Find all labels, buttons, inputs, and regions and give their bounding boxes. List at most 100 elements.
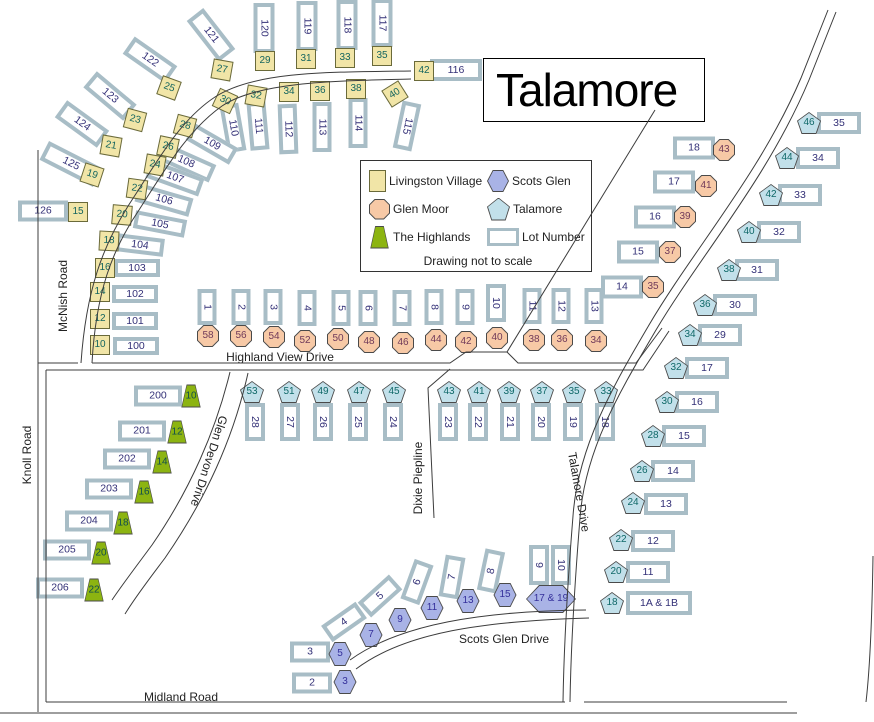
marker-tal-39: 39 [497, 381, 521, 403]
map-title-box: Talamore [483, 58, 705, 122]
marker-tal-26: 26 [630, 460, 654, 482]
legend-label: Livingston Village [389, 174, 483, 188]
road-label-talamore-drive: Talamore Drive [565, 451, 593, 533]
lot-number-text: 13 [588, 300, 601, 312]
marker-number-text: 12 [171, 426, 183, 437]
lot-number-text: 12 [647, 534, 659, 547]
marker-number-text: 44 [430, 334, 442, 345]
lot-number-text: 112 [281, 120, 295, 138]
marker-lv-24: 24 [143, 153, 167, 177]
marker-number-text: 41 [700, 180, 712, 191]
lot-number-text: 26 [317, 416, 330, 428]
lot-number-text: 201 [133, 424, 151, 437]
marker-tal-49: 49 [311, 381, 335, 403]
marker-tal-33: 33 [594, 381, 618, 403]
lot-9: 9 [529, 545, 549, 585]
lot-11: 11 [522, 288, 542, 324]
lot-104: 104 [115, 233, 165, 257]
lot-202: 202 [103, 448, 151, 470]
marker-lv-35: 35 [372, 46, 392, 66]
lot-14: 14 [651, 460, 695, 482]
marker-hl-16: 16 [133, 480, 155, 504]
marker-number-text: 56 [235, 330, 247, 341]
lot-number-text: 204 [80, 514, 98, 527]
lot-number-text: 25 [352, 416, 365, 428]
lot-number-text: 16 [691, 395, 703, 408]
marker-number-text: 32 [670, 362, 682, 373]
road-label-mcnish-road: McNish Road [56, 259, 70, 333]
lot-number-text: 33 [794, 188, 806, 201]
marker-lv-42: 42 [414, 61, 434, 81]
lot-number-text: 4 [338, 615, 350, 629]
marker-number-text: 41 [473, 386, 485, 397]
lot-33: 33 [778, 184, 822, 206]
lot-35: 35 [817, 112, 861, 134]
lot-10: 10 [486, 284, 506, 322]
marker-gm-50: 50 [327, 328, 349, 350]
lot-12: 12 [631, 530, 675, 552]
marker-number-text: 24 [148, 158, 162, 171]
lot-14: 14 [601, 275, 643, 299]
marker-number-text: 14 [94, 286, 106, 297]
lot-number-text: 11 [642, 565, 654, 578]
marker-number-text: 35 [568, 386, 580, 397]
marker-number-text: 29 [259, 55, 271, 66]
lot-number-text: 6 [362, 305, 375, 311]
marker-number-text: 46 [397, 337, 409, 348]
lot-number-text: 108 [175, 152, 197, 171]
lot-number-text: 16 [649, 210, 661, 223]
marker-number-text: 16 [138, 486, 150, 497]
marker-sg-15: 15 [493, 583, 517, 607]
marker-number-text: 50 [332, 333, 344, 344]
lot-17: 17 [685, 357, 729, 379]
marker-number-text: 52 [299, 335, 311, 346]
lot-27: 27 [280, 403, 300, 441]
lot-number-text: 34 [812, 151, 824, 164]
lot-number-text: 2 [309, 676, 315, 689]
lot-number-text: 18 [599, 416, 612, 428]
lot-1: 1 [197, 289, 217, 325]
lot-number-text: 11 [526, 300, 539, 312]
legend-label: Talamore [513, 202, 563, 216]
marker-number-text: 31 [300, 53, 312, 64]
marker-number-text: 20 [116, 208, 129, 221]
marker-number-text: 20 [95, 547, 107, 558]
lot-32: 32 [757, 221, 801, 243]
lot-201: 201 [118, 420, 166, 442]
marker-sg-3: 3 [333, 670, 357, 694]
lot-number-text: 205 [58, 543, 76, 556]
marker-number-text: 34 [590, 335, 602, 346]
marker-sg-5: 5 [328, 642, 352, 666]
lot-number-text: 106 [153, 191, 175, 208]
marker-number-text: 27 [215, 63, 229, 76]
marker-number-text: 51 [283, 386, 295, 397]
marker-number-text: 10 [185, 390, 197, 401]
lot-2: 2 [231, 289, 251, 325]
lot-17: 17 [653, 170, 695, 194]
legend-item-lot-number: Lot Number [487, 223, 587, 251]
lot-number-text: 123 [99, 85, 121, 107]
lot-number-text: 126 [34, 204, 52, 217]
marker-sg-13: 13 [456, 589, 480, 613]
marker-number-text: 39 [679, 211, 691, 222]
lot-number-text: 125 [60, 154, 82, 174]
lot-number-text: 10 [490, 297, 503, 309]
lot-number-text: 7 [445, 573, 459, 581]
marker-number-text: 42 [418, 65, 430, 76]
marker-number-text: 18 [117, 517, 129, 528]
marker-number-text: 26 [161, 139, 175, 154]
marker-gm-54: 54 [263, 326, 285, 348]
lot-number-text: 22 [472, 416, 485, 428]
marker-number-text: 17 & 19 [533, 593, 569, 604]
lot-number-text: 120 [258, 19, 271, 37]
marker-number-text: 18 [606, 597, 618, 608]
marker-tal-53: 53 [240, 381, 264, 403]
marker-number-text: 3 [342, 676, 348, 687]
lot-16: 16 [634, 205, 676, 229]
marker-number-text: 10 [94, 339, 106, 350]
lot-205: 205 [43, 539, 91, 561]
marker-gm-34: 34 [585, 330, 607, 352]
lot-number-text: 24 [387, 416, 400, 428]
marker-number-text: 37 [664, 246, 676, 257]
marker-lv-20: 20 [111, 204, 133, 226]
